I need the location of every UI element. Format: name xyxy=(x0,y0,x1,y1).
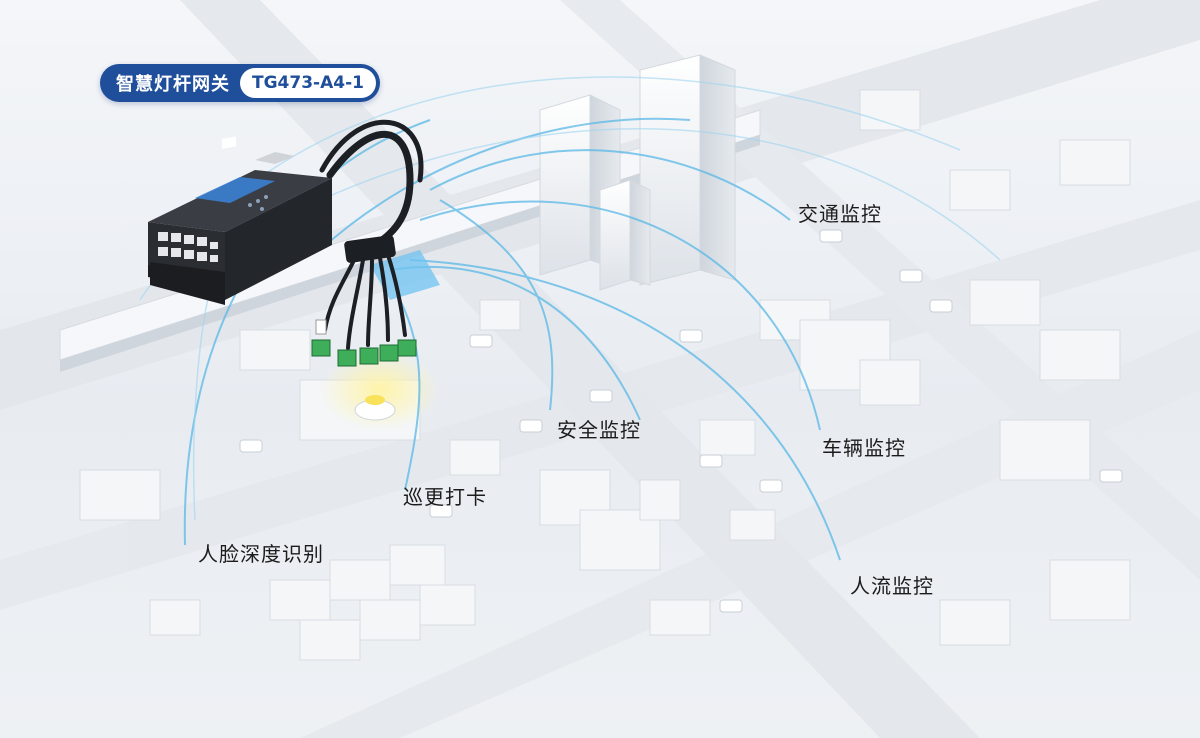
label-security-monitoring: 安全监控 xyxy=(557,418,641,442)
gateway-device xyxy=(148,136,332,305)
label-face-recognition: 人脸深度识别 xyxy=(198,542,324,566)
low-buildings xyxy=(79,89,1131,661)
model-number: TG473-A4-1 xyxy=(240,68,376,98)
label-crowd-monitoring: 人流监控 xyxy=(850,574,934,598)
label-traffic-monitoring: 交通监控 xyxy=(798,202,882,226)
hologram-panel xyxy=(370,250,440,300)
label-vehicle-monitoring: 车辆监控 xyxy=(822,436,906,460)
terminal-connectors xyxy=(311,319,417,367)
cars xyxy=(239,229,1123,613)
label-patrol-checkin: 巡更打卡 xyxy=(403,485,487,509)
cable-harness xyxy=(319,119,424,350)
tall-buildings xyxy=(539,54,736,291)
product-title: 智慧灯杆网关 xyxy=(116,74,230,95)
kiosk xyxy=(320,350,440,430)
product-badge: 智慧灯杆网关 TG473-A4-1 xyxy=(100,64,380,102)
